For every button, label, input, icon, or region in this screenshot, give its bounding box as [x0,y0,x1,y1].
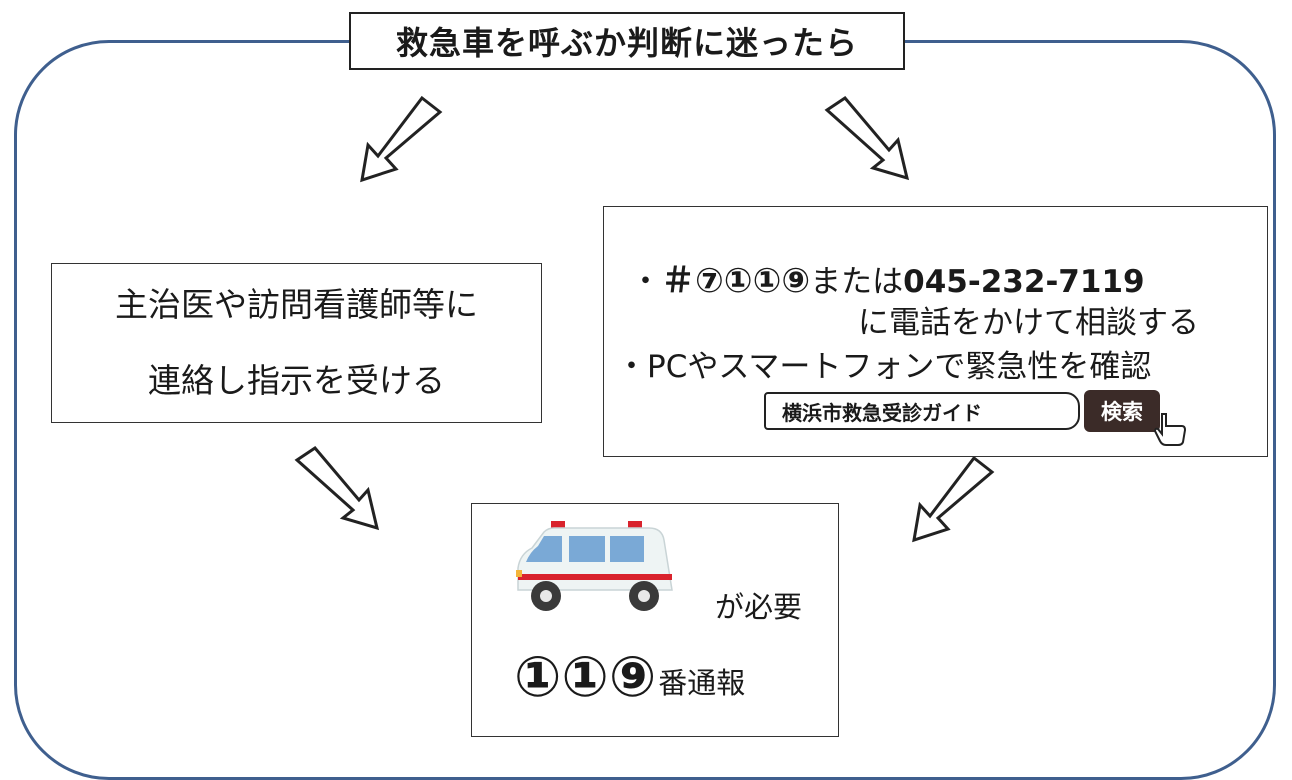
pointer-cursor-icon [1153,413,1187,446]
search-button[interactable]: 検索 [1084,390,1160,432]
consult-box: ・＃⑦①①⑨または045-232-7119 に電話をかけて相談する ・PCやスマ… [603,206,1268,457]
arrow-to-left-icon [360,95,443,183]
call-label: 番通報 [658,666,746,700]
contact-doctor-box: 主治医や訪問看護師等に 連絡し指示を受ける [51,263,542,423]
or-text: または [810,264,904,300]
emergency-number[interactable]: ①①⑨ [514,645,657,710]
consult-line-1: ・＃⑦①①⑨または045-232-7119 [630,253,1145,302]
arrow-right-to-bottom-icon [912,455,995,543]
hash-number[interactable]: ＃⑦①①⑨ [661,261,811,301]
consult-line-2: に電話をかけて相談する [858,305,1199,341]
arrow-left-to-bottom-icon [294,446,380,531]
consult-line-3: ・PCやスマートフォンで緊急性を確認 [616,349,1152,385]
ambulance-icon [516,521,673,611]
need-label: が必要 [715,590,803,624]
bullet-1: ・ [630,264,661,300]
phone-number[interactable]: 045-232-7119 [903,264,1145,300]
left-line-1: 主治医や訪問看護師等に [115,285,478,324]
search-text: 横浜市救急受診ガイド [782,400,982,425]
arrow-to-right-icon [824,96,910,181]
left-line-2: 連絡し指示を受ける [148,361,445,400]
search-button-label: 検索 [1101,400,1143,424]
title-text: 救急車を呼ぶか判断に迷ったら [395,24,858,62]
call-119-line: ①①⑨ 番通報 [514,646,745,710]
call-119-box: が必要 ①①⑨ 番通報 [471,503,839,737]
search-input[interactable]: 横浜市救急受診ガイド [764,392,1080,430]
page-title: 救急車を呼ぶか判断に迷ったら [349,12,905,70]
